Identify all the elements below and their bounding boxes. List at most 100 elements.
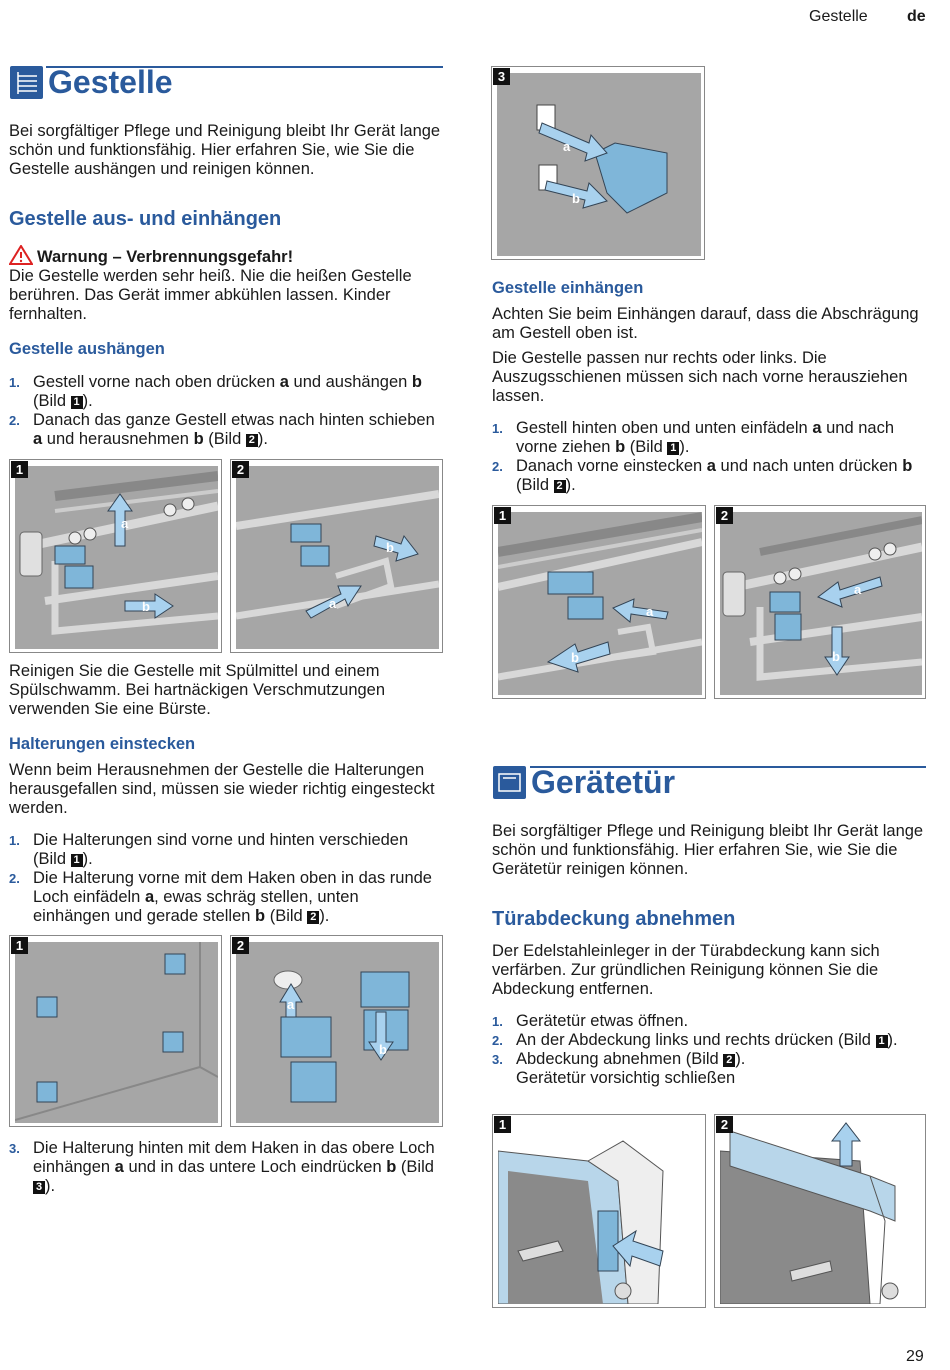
step-text: Gestell hinten oben und unten einfädeln [516, 419, 813, 437]
step-text: (Bild [396, 1158, 434, 1176]
arrow-label-b: b [142, 599, 150, 614]
step-text: ). [82, 850, 93, 868]
clean-text: Reinigen Sie die Gestelle mit Spülmittel… [9, 662, 386, 718]
step-text: ). [887, 1031, 898, 1049]
section-title: Gestelle [48, 64, 173, 100]
figure-number: 3 [493, 68, 510, 85]
step-text: An der Abdeckung links und rechts drücke… [516, 1031, 876, 1049]
step-text: und nach unten drücken [715, 457, 903, 475]
heading-aus-einhaengen: Gestelle aus- und einhängen [9, 208, 282, 230]
step-text: und nach vorne ziehen [516, 419, 894, 456]
label-a: a [279, 373, 289, 391]
figure-ref: 2 [245, 434, 258, 447]
einhaengen-steps: 1. Gestell hinten oben und unten einfädel… [492, 419, 932, 495]
arrow-label-a: a [121, 516, 129, 531]
figure-number: 2 [232, 937, 249, 954]
figure-number: 2 [716, 1116, 733, 1133]
running-header-language: de [907, 8, 926, 25]
section-title: Gerätetür [531, 764, 676, 800]
step-number: 1. [492, 1014, 503, 1029]
title-rule [530, 766, 926, 768]
step-text: ). [45, 1177, 56, 1195]
figure-number: 1 [11, 461, 28, 478]
step-text: ). [565, 476, 576, 494]
page-number: 29 [906, 1348, 924, 1365]
label-a: a [114, 1158, 124, 1176]
list-item: 3.Die Halterung hinten mit dem Haken in … [9, 1139, 439, 1196]
step-number: 2. [492, 1033, 503, 1048]
step-text: (Bild [516, 476, 554, 494]
figure-rack-remove-1: 1 a b [9, 459, 222, 653]
title-rule [46, 66, 443, 68]
list-item: 2. Danach das ganze Gestell etwas nach hi… [9, 411, 439, 449]
tuer-text: Der Edelstahleinleger in der Türabdeckun… [492, 942, 880, 998]
step-text: Abdeckung abnehmen (Bild [516, 1050, 724, 1068]
aushaengen-steps: 1.Gestell vorne nach oben drücken a und … [9, 373, 439, 449]
figure-rack-insert-1: 1 a b [492, 505, 706, 699]
list-item: 2. An der Abdeckung links und rechts drüc… [492, 1031, 932, 1050]
arrow-label-b: b [832, 649, 840, 664]
figure-holder-3: 3 a b [491, 66, 705, 260]
arrow-label-a: a [563, 139, 571, 154]
intro-text: Bei sorgfältiger Pflege und Reinigung bl… [9, 122, 441, 178]
list-item: 3.Abdeckung abnehmen (Bild 2).Gerätetür … [492, 1050, 932, 1088]
step-number: 2. [9, 871, 20, 886]
label-a: a [144, 888, 155, 906]
label-a: a [812, 419, 822, 437]
intro2-text: Bei sorgfältiger Pflege und Reinigung bl… [492, 822, 924, 878]
figure-holder-1: 1 [9, 935, 222, 1127]
label-b: b [255, 907, 266, 925]
label-b: b [615, 438, 626, 456]
step-number: 1. [492, 421, 503, 436]
step-text: Die Halterung vorne mit dem Haken oben i… [33, 869, 432, 906]
figure-holder-2: 2 a b [230, 935, 443, 1127]
step-number: 3. [492, 1052, 503, 1067]
warning-icon [8, 244, 34, 265]
figure-ref: 2 [307, 911, 320, 924]
list-item: 2. Die Halterung vorne mit dem Haken oben… [9, 869, 439, 926]
figure-door-1: 1 [492, 1114, 706, 1308]
figure-ref: 1 [70, 396, 83, 409]
halterungen-steps: 1. Die Halterungen sind vorne und hinten … [9, 831, 439, 926]
list-item: 1. Gestell hinten oben und unten einfädel… [492, 419, 932, 457]
tuer-steps: 1.Gerätetür etwas öffnen. 2.An der Abdec… [492, 1012, 932, 1088]
arrow-label-b: b [571, 650, 579, 665]
label-b: b [902, 457, 913, 475]
step-number: 2. [9, 413, 20, 428]
label-a: a [706, 457, 716, 475]
step-text: ). [257, 430, 268, 448]
step-number: 1. [9, 833, 20, 848]
figure-number: 1 [494, 1116, 511, 1133]
step-text: Danach vorne einstecken [516, 457, 707, 475]
door-icon [493, 766, 526, 799]
heading-aushaengen: Gestelle aushängen [9, 340, 165, 358]
step-text: (Bild [33, 392, 71, 410]
label-a: a [33, 430, 43, 448]
step-number: 1. [9, 375, 20, 390]
einhaengen-text-1: Achten Sie beim Einhängen darauf, dass d… [492, 305, 919, 342]
warning-title: Warnung – Verbrennungsgefahr! [37, 248, 294, 266]
step-text: ). [679, 438, 690, 456]
arrow-label-a: a [646, 604, 654, 619]
step-text: (Bild [625, 438, 668, 456]
label-b: b [193, 430, 204, 448]
step-text: ). [735, 1050, 746, 1068]
figure-rack-remove-2: 2 b a [230, 459, 443, 653]
step-text: ). [82, 392, 93, 410]
arrow-label-a: a [329, 596, 337, 611]
step-text: und aushängen [288, 373, 412, 391]
list-item: 2.Danach vorne einstecken a und nach unt… [492, 457, 932, 495]
label-b: b [411, 373, 422, 391]
label-b: b [386, 1158, 397, 1176]
figure-ref: 1 [70, 854, 83, 867]
figure-number: 2 [232, 461, 249, 478]
step-text: und herausnehmen [42, 430, 194, 448]
step-text: Die Halterungen sind vorne und hinten ve… [33, 831, 409, 868]
figure-ref: 2 [723, 1054, 736, 1067]
step-text: , ewas schräg stellen, unten einhängen u… [33, 888, 359, 925]
step-text: und in das untere Loch eindrücken [123, 1158, 387, 1176]
step-text: Die Halterung hinten mit dem Haken in da… [33, 1139, 435, 1176]
step-text: Danach das ganze Gestell etwas nach hint… [33, 411, 435, 429]
arrow-label-b: b [379, 1042, 387, 1057]
arrow-label-b: b [572, 191, 580, 206]
